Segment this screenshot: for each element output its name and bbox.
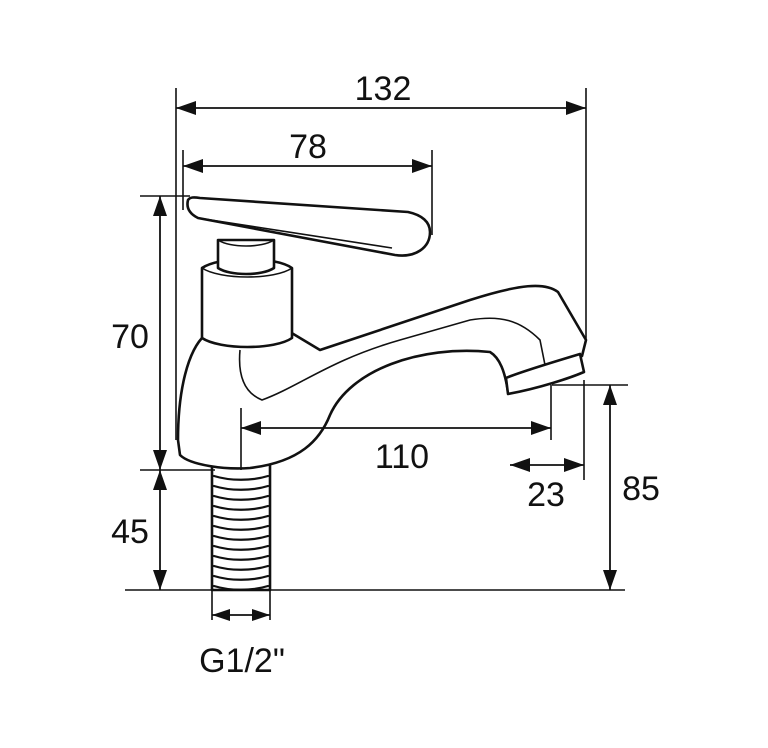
thread-ridge [212,494,270,501]
dim-shank-length [153,470,167,590]
label-shank-length: 45 [111,513,149,551]
faucet-body [176,284,588,470]
thread-ridge [212,534,270,541]
dim-spout-reach [241,421,551,435]
thread-ridge [212,564,270,571]
thread-ridge [212,484,270,491]
dim-outlet-height [603,385,617,590]
dim-handle-length [183,159,432,173]
thread-ridge [212,474,270,481]
lever-handle [186,196,432,257]
label-overall-width: 132 [355,70,412,108]
thread-ridge [212,554,270,561]
bonnet [200,238,294,349]
label-handle-length: 78 [289,128,327,166]
thread-ridge [212,574,270,581]
dim-thread-size [212,609,270,621]
thread-ridge [212,524,270,531]
dim-overall-width [176,101,586,115]
label-body-height: 70 [111,318,149,356]
thread-ridge [212,504,270,511]
dim-body-height [153,196,167,470]
label-spout-reach: 110 [375,438,429,476]
label-outlet-height: 85 [622,470,660,508]
thread-ridge [212,514,270,521]
extension-lines [140,88,628,620]
thread-ridge [212,544,270,551]
dim-outlet-width [510,458,584,472]
threaded-shank [210,460,272,592]
label-thread-size: G1/2" [199,642,285,680]
label-outlet-width: 23 [527,476,565,514]
